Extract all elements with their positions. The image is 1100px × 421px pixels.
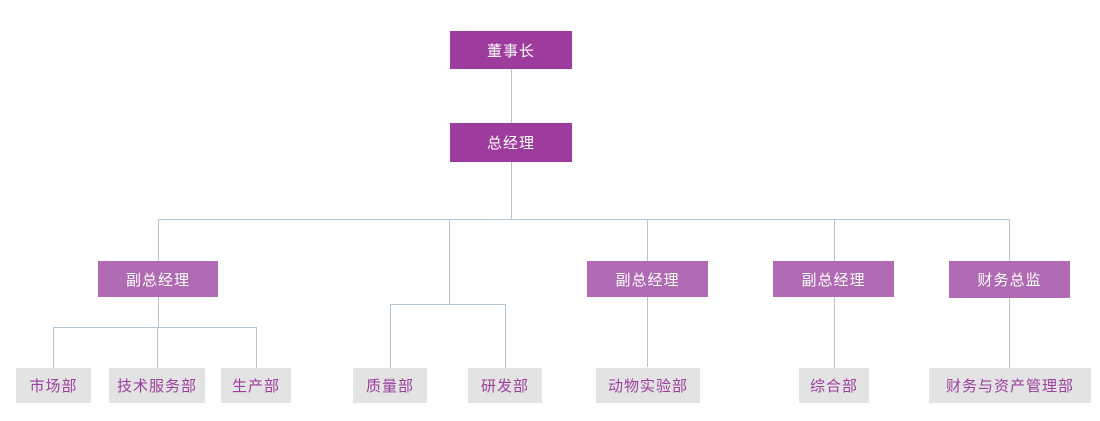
org-node-dept-rnd[interactable]: 研发部 [468,368,542,403]
org-node-dept-general[interactable]: 综合部 [799,368,869,403]
org-node-deputy-gm-3[interactable]: 副总经理 [773,261,894,297]
org-node-dept-animal-lab[interactable]: 动物实验部 [596,368,700,403]
org-node-deputy-gm-2[interactable]: 副总经理 [587,261,708,297]
connector-gm-stem [511,162,512,219]
connector-drop-vp1 [158,219,159,261]
connector-drop-animal-lab [647,297,648,367]
org-node-dept-market[interactable]: 市场部 [16,368,91,403]
org-node-dept-quality[interactable]: 质量部 [353,368,427,403]
connector-drop-cfo [1009,219,1010,261]
org-node-deputy-gm-1[interactable]: 副总经理 [98,261,218,297]
connector-drop-quality-rnd [449,219,450,304]
connector-drop-techsvc [157,327,158,368]
connector-drop-vp3 [834,219,835,261]
org-node-general-manager[interactable]: 总经理 [450,123,572,162]
connector-mid-horizontal [390,304,506,305]
connector-drop-finance [1009,298,1010,368]
connector-drop-rnd [505,304,506,368]
connector-drop-market [53,327,54,368]
org-node-dept-tech-service[interactable]: 技术服务部 [109,368,205,403]
connector-drop-vp2 [647,219,648,261]
org-node-dept-production[interactable]: 生产部 [221,368,291,403]
org-node-dept-finance-asset[interactable]: 财务与资产管理部 [929,368,1091,403]
org-node-finance-director[interactable]: 财务总监 [949,261,1070,298]
org-node-chairman[interactable]: 董事长 [450,31,572,69]
connector-drop-quality [390,304,391,368]
connector-vp1-horizontal [53,327,257,328]
connector-vp1-stem [158,297,159,327]
connector-main-horizontal [158,219,1010,220]
connector-drop-production [256,327,257,368]
connector-chairman-gm [511,69,512,123]
connector-drop-general [834,297,835,368]
